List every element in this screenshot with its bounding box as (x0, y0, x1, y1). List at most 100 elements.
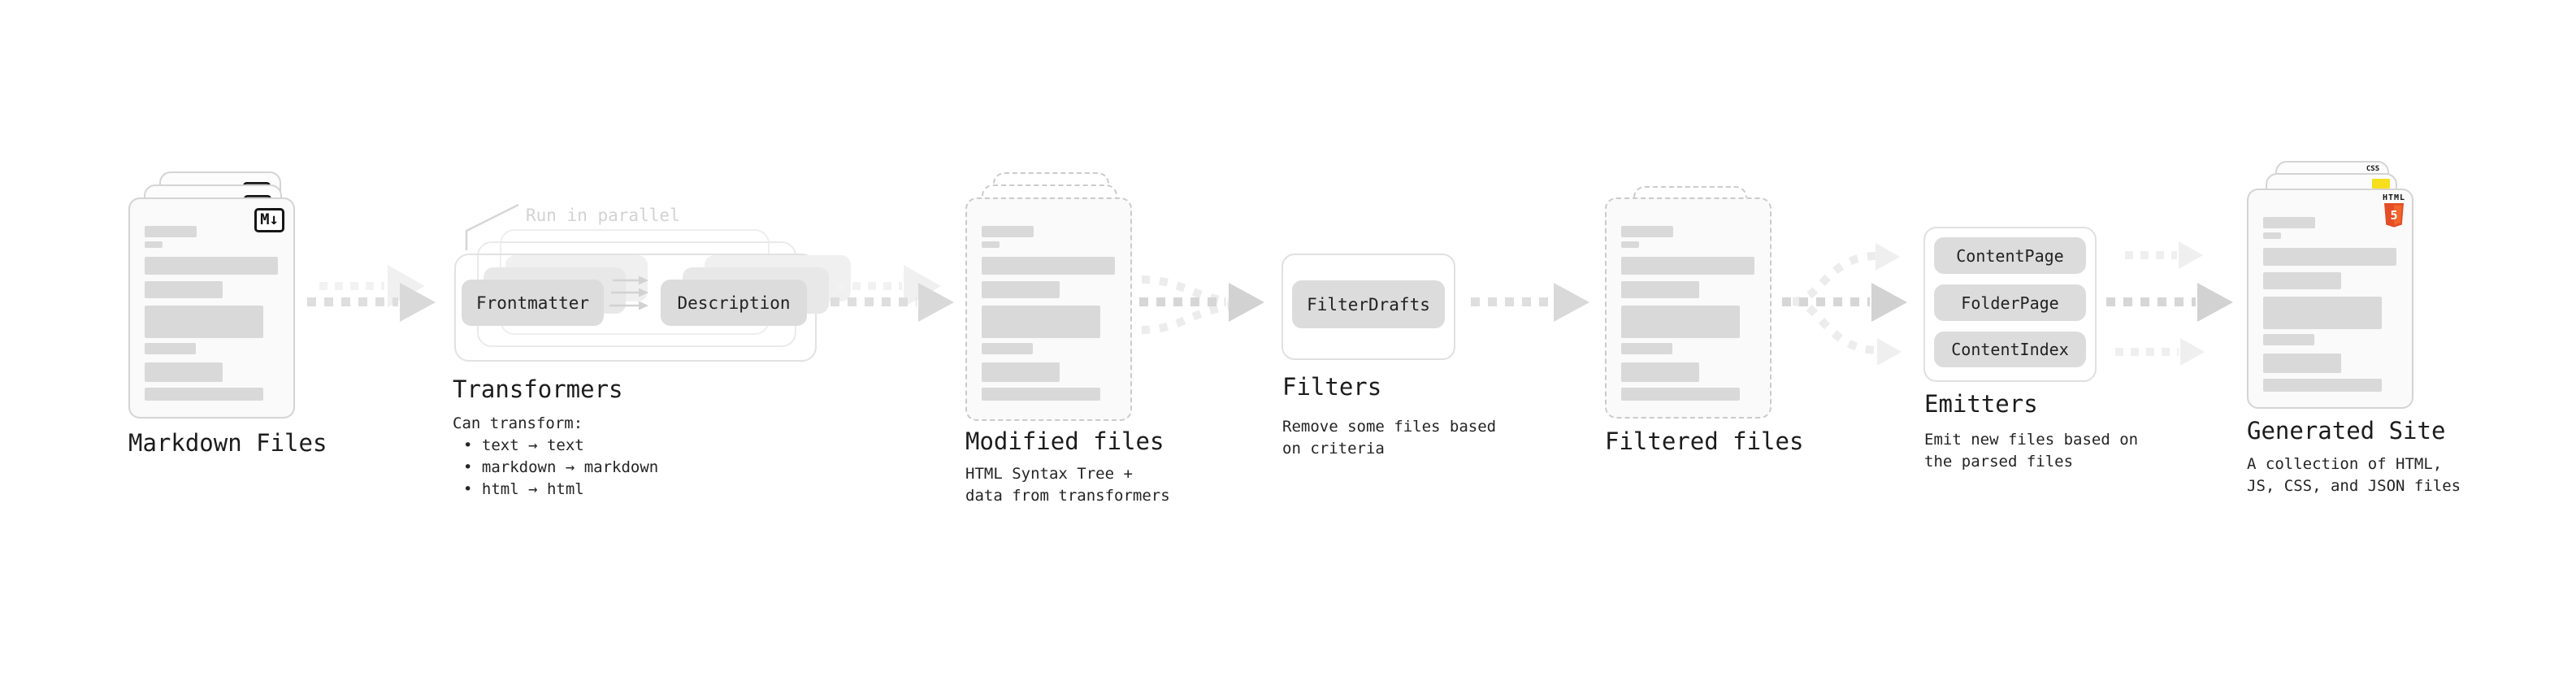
desc-line: Can transform: (453, 414, 583, 432)
text-line-bar (2263, 334, 2314, 345)
transformer-pill-description: Description (661, 280, 807, 326)
text-line-bar (145, 306, 263, 338)
run-in-parallel-annotation: Run in parallel (526, 206, 680, 225)
generated-description: A collection of HTML, JS, CSS, and JSON … (2247, 453, 2461, 497)
flow-arrow (1139, 297, 1225, 306)
flow-arrowhead (2197, 283, 2233, 322)
stage-title-filters: Filters (1282, 373, 1382, 401)
desc-line: • html → html (463, 480, 584, 498)
text-line-bar (1621, 306, 1740, 338)
desc-line: on criteria (1282, 440, 1385, 458)
text-line-bar (145, 388, 263, 401)
doc-text-bars (2263, 217, 2396, 392)
flow-arrowhead (400, 283, 436, 322)
run-in-parallel-leader-line (465, 203, 519, 250)
doc-text-bars (1621, 226, 1754, 401)
filter-pill-filterdrafts: FilterDrafts (1292, 280, 1445, 328)
stage-title-emitters: Emitters (1924, 390, 2038, 418)
html5-logo-number: 5 (2390, 208, 2398, 223)
filters-description: Remove some files based on criteria (1282, 416, 1496, 460)
desc-line: • text → text (463, 436, 584, 454)
text-line-bar (982, 388, 1100, 401)
text-line-bar (2263, 232, 2281, 239)
flow-arrowhead-light (2180, 338, 2205, 366)
text-line-bar (2263, 248, 2396, 266)
emitter-pill-folderpage: FolderPage (1934, 284, 2086, 321)
text-line-bar (1621, 241, 1639, 248)
text-line-bar (145, 362, 223, 382)
modified-file-card-front (965, 197, 1132, 421)
flow-arrowhead-light (1877, 338, 1902, 366)
stage-title-generated-site: Generated Site (2247, 417, 2446, 445)
doc-text-bars (145, 226, 278, 401)
text-line-bar (982, 306, 1100, 338)
text-line-bar (982, 343, 1033, 354)
desc-line: data from transformers (965, 487, 1170, 505)
flow-arrowhead (1554, 283, 1589, 322)
transformers-description: Can transform: • text → text • markdown … (453, 413, 658, 501)
css-logo-text: CSS (2366, 165, 2380, 173)
text-line-bar (1621, 281, 1699, 298)
markdown-file-card-front: M↓ (128, 197, 295, 419)
text-line-bar (145, 241, 163, 248)
text-line-bar (1621, 226, 1673, 237)
text-line-bar (2263, 379, 2382, 392)
desc-line: the parsed files (1924, 453, 2074, 471)
filtered-file-card-front (1605, 197, 1772, 419)
text-line-bar (982, 362, 1060, 382)
desc-line: A collection of HTML, (2247, 455, 2443, 473)
flow-arrow-ghost (319, 282, 384, 290)
flow-arrow (307, 297, 398, 306)
text-line-bar (145, 281, 223, 298)
text-line-bar (2263, 272, 2341, 289)
desc-line: Remove some files based (1282, 418, 1497, 436)
text-line-bar (2263, 297, 2382, 329)
desc-line: HTML Syntax Tree + (965, 465, 1133, 483)
modified-description: HTML Syntax Tree + data from transformer… (965, 463, 1170, 507)
text-line-bar (1621, 388, 1740, 401)
text-line-bar (982, 281, 1060, 298)
desc-line: Emit new files based on (1924, 431, 2139, 449)
flow-arrowhead (918, 283, 954, 322)
flow-arrowhead-light (1876, 243, 1900, 271)
desc-line: • markdown → markdown (463, 458, 659, 476)
text-line-bar (145, 257, 278, 275)
text-line-bar (2263, 354, 2341, 373)
html5-logo: HTML 5 (2382, 193, 2406, 228)
js-logo (2372, 179, 2390, 189)
flow-arrowhead (1871, 283, 1907, 322)
transformer-pill-frontmatter: Frontmatter (462, 280, 604, 326)
flow-arrow (2106, 297, 2196, 306)
markdown-icon: M↓ (254, 208, 284, 232)
stage-title-modified-files: Modified files (965, 427, 1164, 455)
doc-text-bars (982, 226, 1115, 401)
text-line-bar (2263, 217, 2315, 228)
text-line-bar (145, 343, 196, 354)
stage-title-transformers: Transformers (453, 375, 623, 403)
flow-arrow-light (2115, 348, 2179, 356)
flow-arrow (1471, 297, 1552, 306)
text-line-bar (982, 226, 1034, 237)
text-line-bar (1621, 343, 1672, 354)
flow-arrow (1782, 297, 1870, 306)
emitters-description: Emit new files based on the parsed files (1924, 429, 2138, 473)
flow-arrowhead-light (2179, 241, 2203, 269)
flow-arrowhead (1229, 283, 1264, 322)
flow-arrow-light (2125, 251, 2177, 259)
pill-connector-arrows (609, 275, 648, 310)
desc-line: JS, CSS, and JSON files (2247, 477, 2461, 495)
emitter-pill-contentpage: ContentPage (1934, 237, 2086, 274)
text-line-bar (1621, 257, 1754, 275)
emitter-pill-contentindex: ContentIndex (1934, 332, 2086, 367)
stage-title-markdown-files: Markdown Files (128, 429, 327, 457)
text-line-bar (982, 241, 1000, 248)
html5-logo-text: HTML (2382, 193, 2406, 202)
split-arrow-curves (1792, 252, 1880, 354)
text-line-bar (1621, 362, 1699, 382)
text-line-bar (982, 257, 1115, 275)
generated-file-card-html: HTML 5 (2247, 189, 2413, 409)
flow-arrow (830, 297, 917, 306)
text-line-bar (145, 226, 197, 237)
stage-title-filtered-files: Filtered files (1605, 427, 1804, 455)
